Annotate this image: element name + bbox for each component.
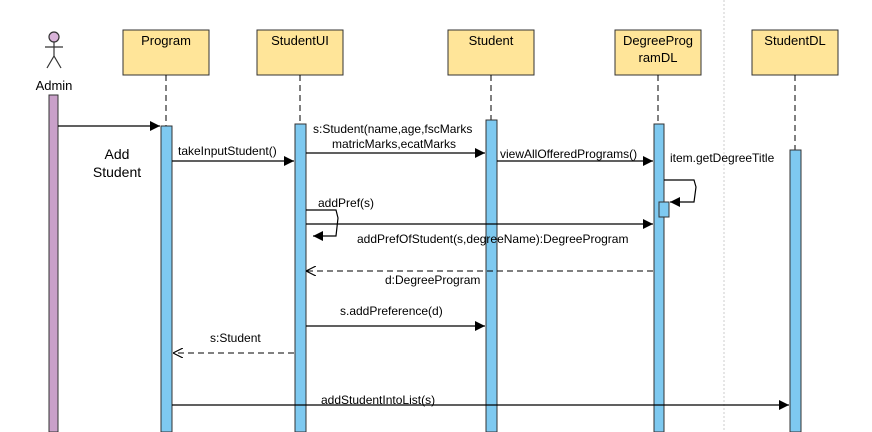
actor-right-leg	[53, 55, 62, 69]
message-add-student-into-list: addStudentIntoList(s)	[172, 393, 789, 410]
participant-degreeprogramdl: DegreeProg ramDL	[614, 29, 702, 432]
participant-label: Student	[469, 33, 514, 48]
participant-box	[256, 29, 344, 76]
message-label: takeInputStudent()	[178, 144, 277, 158]
message-label-line-2: matricMarks,ecatMarks	[332, 137, 456, 151]
note-line-1: Add	[105, 146, 130, 162]
message-label: addStudentIntoList(s)	[321, 393, 435, 407]
actor-head	[48, 31, 60, 43]
participant-label: Program	[141, 33, 191, 48]
message-label: addPref(s)	[318, 196, 374, 210]
message-take-input: takeInputStudent()	[172, 144, 294, 166]
actor-left-leg	[46, 55, 55, 69]
participant-studentui: StudentUI	[256, 29, 344, 432]
message-label: viewAllOfferedPrograms()	[500, 147, 637, 161]
message-arrow	[306, 209, 339, 241]
activation-bar	[789, 149, 802, 432]
activation-bar	[653, 123, 665, 432]
message-return-degree-program: d:DegreeProgram	[306, 271, 653, 287]
message-label: d:DegreeProgram	[385, 273, 480, 287]
participant-student: Student	[447, 29, 535, 432]
message-student-ctor: s:Student(name,age,fscMarks matricMarks,…	[306, 122, 485, 158]
message-label: item.getDegreeTitle	[670, 151, 775, 165]
actor-activation	[48, 94, 59, 432]
activation-bar	[294, 123, 307, 432]
message-view-programs: viewAllOfferedPrograms()	[497, 147, 653, 166]
actor-label: Admin	[36, 78, 73, 93]
message-label: addPrefOfStudent(s,degreeName):DegreePro…	[357, 232, 628, 246]
participant-box	[122, 29, 210, 76]
participant-label-line-2: ramDL	[638, 50, 677, 65]
message-label-line-1: s:Student(name,age,fscMarks	[313, 122, 472, 136]
participant-box	[447, 29, 535, 76]
participant-label: StudentDL	[764, 33, 825, 48]
message-return-student: s:Student	[173, 331, 294, 353]
participant-label-line-1: DegreeProg	[623, 33, 693, 48]
note-line-2: Student	[93, 164, 141, 180]
message-label: s:Student	[210, 331, 261, 345]
participant-label: StudentUI	[271, 33, 329, 48]
stick-figure-icon	[45, 31, 63, 69]
participant-program: Program	[122, 29, 210, 432]
note-add-student: Add Student	[93, 146, 141, 180]
message-add-pref: addPref(s)	[306, 196, 374, 241]
message-label: s.addPreference(d)	[340, 304, 443, 318]
participant-studentdl: StudentDL	[751, 29, 839, 432]
message-get-degree-title: item.getDegreeTitle	[664, 151, 775, 207]
activation-bar	[485, 119, 498, 432]
message-add-pref-of-student: addPrefOfStudent(s,degreeName):DegreePro…	[306, 219, 653, 246]
activation-bar	[160, 125, 173, 432]
activation-bar-nested	[658, 201, 670, 218]
message-add-preference: s.addPreference(d)	[306, 304, 485, 331]
actor-admin: Admin	[36, 31, 73, 432]
message-arrow	[664, 179, 697, 207]
